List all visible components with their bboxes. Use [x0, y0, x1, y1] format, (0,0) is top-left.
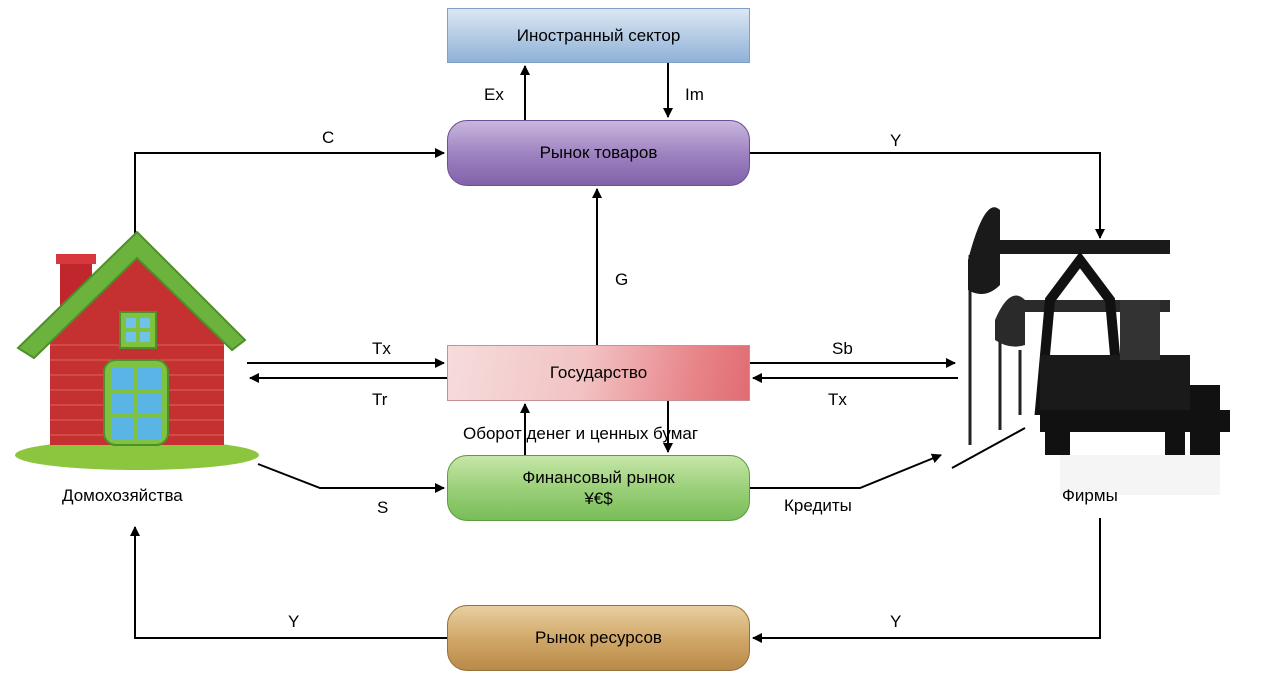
flow-label-money-securities: Оборот денег и ценных бумаг	[463, 424, 699, 443]
flow-label-y-resources: Y	[890, 612, 902, 631]
flow-label-im: Im	[685, 85, 704, 104]
flow-label-sb: Sb	[832, 339, 853, 358]
foreign-sector-box: Иностранный сектор	[447, 8, 750, 63]
arrow-y-to-households	[130, 526, 447, 639]
government-box: Государство	[447, 345, 750, 401]
flow-label-s: S	[377, 498, 389, 517]
flow-label-g: G	[615, 270, 629, 289]
flow-label-y-households: Y	[288, 612, 300, 631]
firms-label: Фирмы	[1062, 486, 1118, 505]
flow-label-ex: Ex	[484, 85, 504, 104]
flow-label-tx-firms: Tx	[828, 390, 847, 409]
flow-label-y-firms: Y	[890, 131, 902, 150]
foreign-sector-label: Иностранный сектор	[516, 25, 681, 45]
resources-market-label: Рынок ресурсов	[535, 628, 662, 647]
arrow-c	[134, 148, 445, 238]
resources-market-box: Рынок ресурсов	[447, 605, 750, 671]
financial-market-box: Финансовый рынок ¥€$	[447, 455, 750, 521]
flow-label-tx-households: Tx	[372, 339, 391, 358]
house-icon	[15, 230, 259, 470]
government-label: Государство	[549, 363, 648, 382]
flow-label-c: C	[322, 128, 335, 147]
arrow-y-firms	[750, 152, 1105, 239]
currency-symbols: ¥€$	[584, 489, 613, 508]
arrow-credits	[750, 453, 942, 489]
oil-pump-icon	[951, 207, 1230, 495]
financial-market-label: Финансовый рынок	[522, 468, 675, 487]
arrow-y-to-res	[752, 518, 1101, 643]
households-label: Домохозяйства	[62, 486, 183, 505]
goods-market-label: Рынок товаров	[539, 143, 658, 162]
flow-label-tr: Tr	[372, 390, 388, 409]
arrow-s	[257, 463, 445, 493]
goods-market-box: Рынок товаров	[447, 120, 750, 186]
flow-label-credits: Кредиты	[784, 496, 852, 515]
